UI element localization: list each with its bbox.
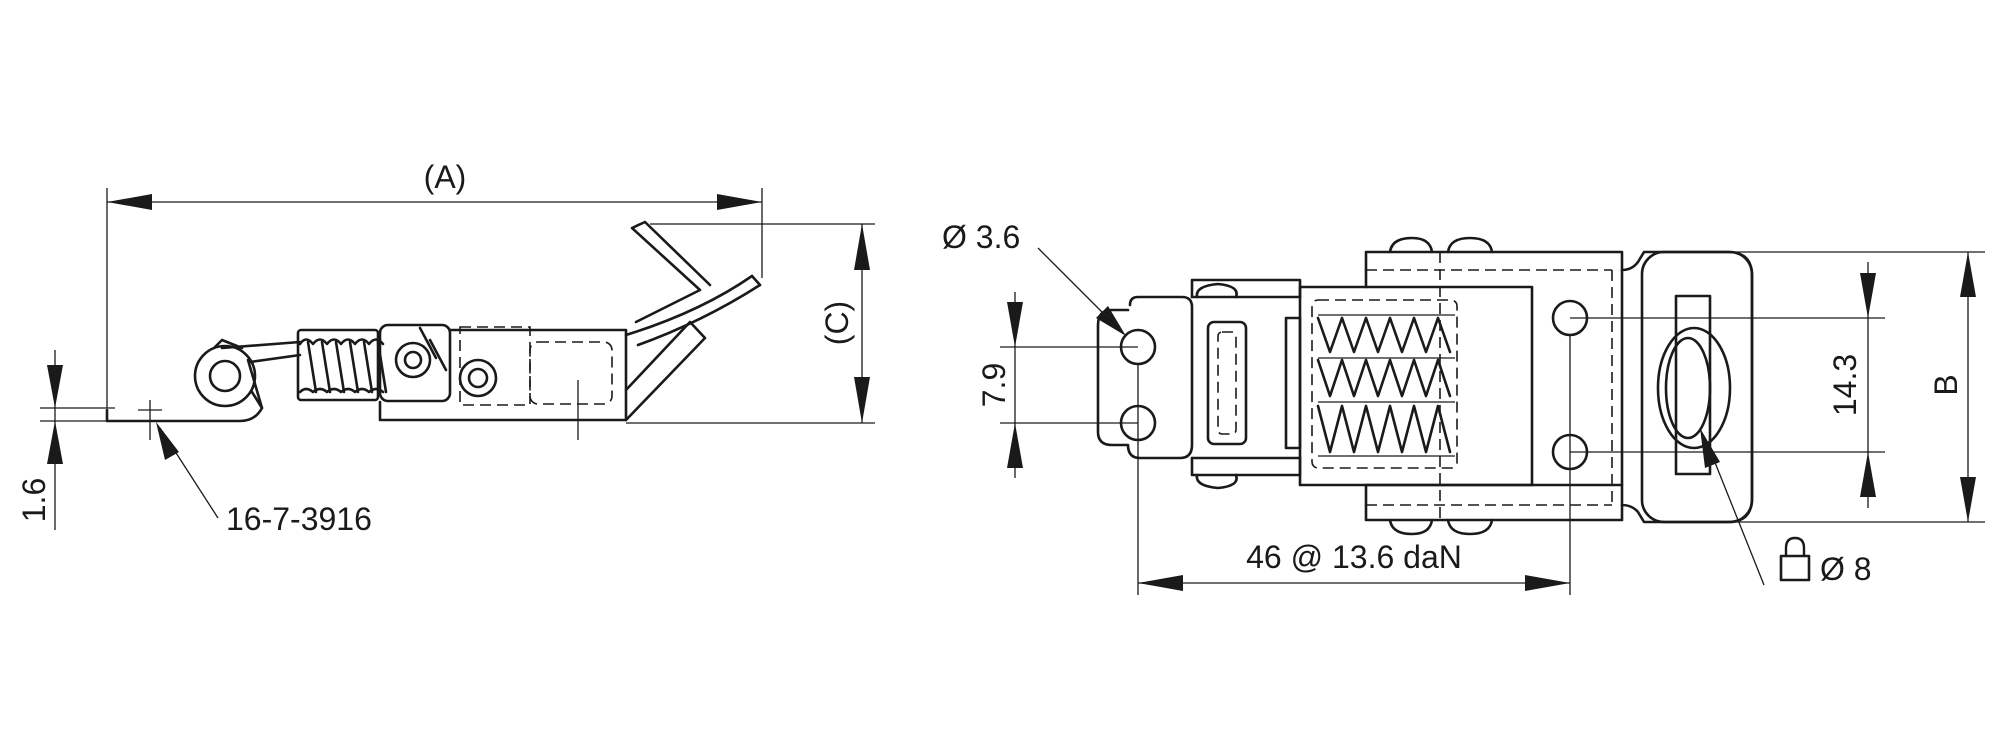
top-view: Ø 3.6 7.9 46 @ 13.6 daN 14.3: [942, 219, 1985, 595]
hole-diameter-label: Ø 3.6: [942, 219, 1020, 255]
part-number-leader: 16-7-3916: [156, 422, 372, 537]
dimension-thickness: 1.6: [16, 350, 115, 530]
hook: [624, 220, 762, 422]
keeper-height-label: 14.3: [1827, 354, 1863, 416]
padlock-icon: [1779, 536, 1811, 582]
overall-height-label: B: [1928, 374, 1964, 395]
dimension-c: (C): [626, 223, 875, 424]
thickness-label: 1.6: [16, 478, 52, 522]
span-label: 46 @ 13.6 daN: [1246, 539, 1462, 575]
part-number-label: 16-7-3916: [226, 501, 372, 537]
dimension-a: (A): [106, 159, 763, 408]
keeper: [1620, 250, 1754, 524]
side-view: (A) (C) 1.6 16-7-3916: [16, 159, 875, 537]
padlock-diameter-label: Ø 8: [1820, 551, 1872, 587]
dimension-span: 46 @ 13.6 daN: [1137, 335, 1571, 595]
spring-housing-top: [1298, 285, 1534, 487]
dimension-keeper-height: 14.3: [1570, 262, 1885, 508]
dimension-hole-spacing: 7.9: [976, 292, 1138, 478]
padlock-leader: Ø 8: [1700, 428, 1872, 587]
hole-spacing-label: 7.9: [976, 363, 1012, 407]
latch-plate: [1364, 236, 1624, 536]
spring-housing: [296, 323, 452, 403]
dimension-c-label: (C): [819, 301, 855, 345]
base-plate: [105, 390, 264, 423]
dimension-a-label: (A): [424, 159, 467, 195]
hole-diameter-leader: Ø 3.6: [942, 219, 1126, 336]
pivot-eye: [193, 338, 302, 410]
dimension-overall-height: B: [1730, 251, 1985, 523]
